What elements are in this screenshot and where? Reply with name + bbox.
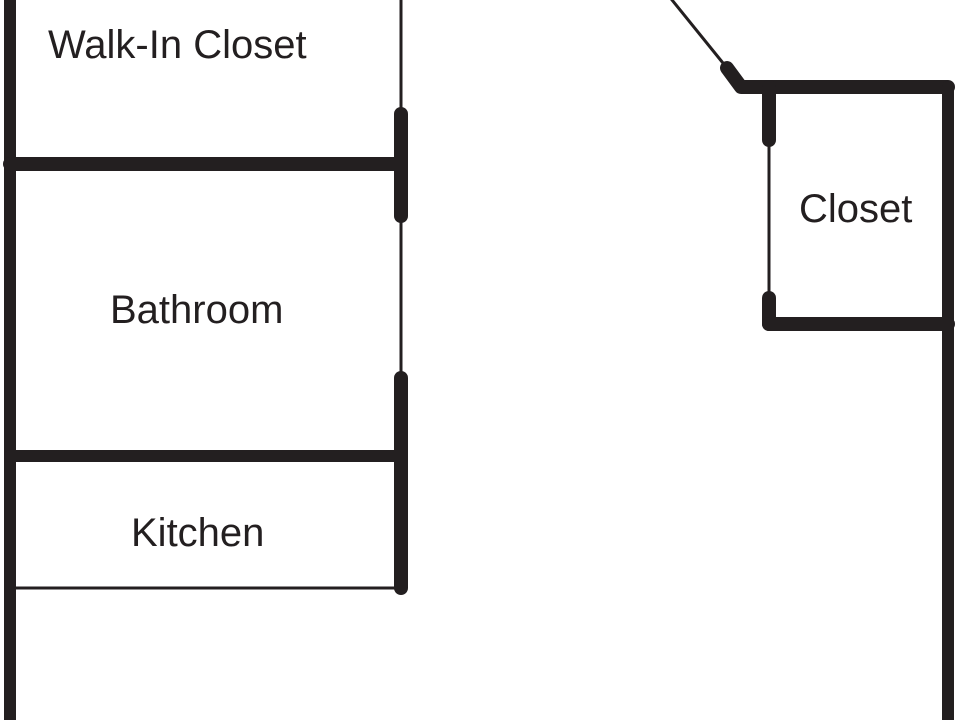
- walk-in-closet-label: Walk-In Closet: [48, 23, 307, 67]
- closet-label: Closet: [799, 187, 912, 231]
- diagonal-door-line: [670, 0, 729, 70]
- bathroom-label: Bathroom: [110, 288, 283, 332]
- closet-diagonal-corner: [720, 61, 955, 94]
- kitchen-label: Kitchen: [131, 511, 264, 555]
- room-labels: Walk-In Closet Bathroom Kitchen Closet: [48, 23, 912, 555]
- walls: [3, 0, 955, 720]
